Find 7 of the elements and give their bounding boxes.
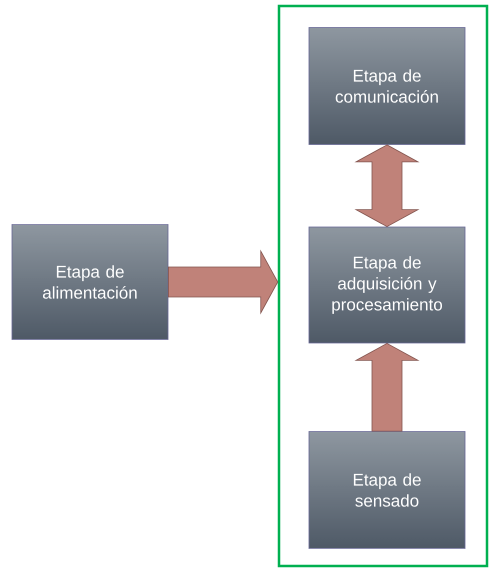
stage-box: Etapa de sensado (308, 431, 466, 549)
block-arrow (354, 342, 420, 432)
frame (278, 4, 488, 568)
stage-box: Etapa de adquisición y procesamiento (308, 226, 466, 344)
block-arrow (168, 249, 278, 315)
stage-box: Etapa de comunicación (308, 27, 466, 145)
stage-box: Etapa de alimentación (12, 224, 168, 340)
